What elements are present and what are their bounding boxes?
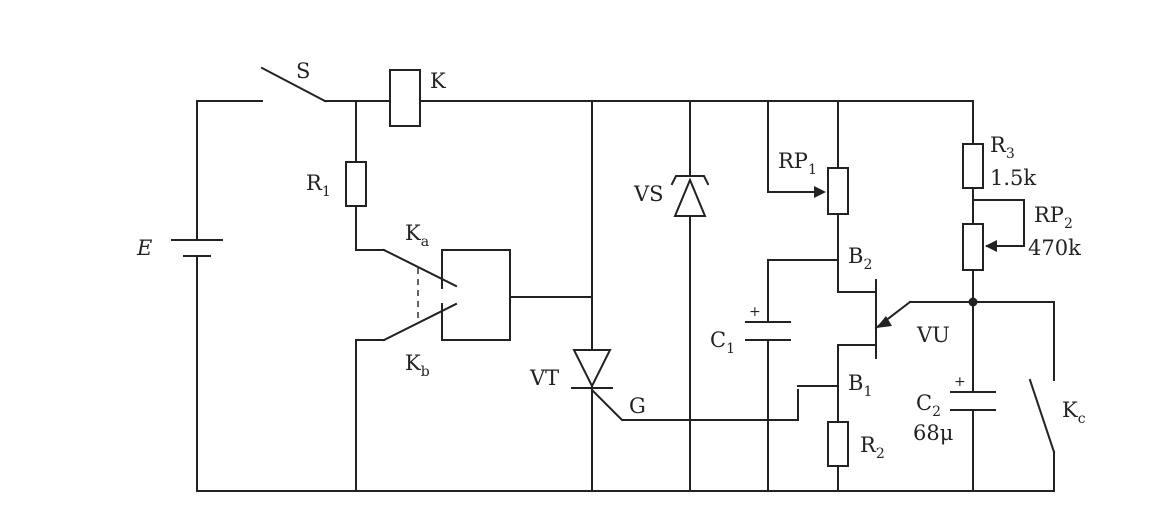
label-relay-k: K	[430, 69, 446, 93]
relay-box-top	[441, 249, 511, 298]
contact-kb-blade	[382, 302, 458, 342]
thyristor-vt	[571, 349, 613, 389]
contact-ka-blade	[382, 248, 458, 288]
rp1-left-wire	[767, 100, 823, 193]
potentiometer-rp2	[962, 223, 997, 271]
label-c1: C1	[710, 328, 735, 357]
kc-wire-top	[972, 301, 1055, 381]
label-r2: R2	[860, 433, 885, 462]
vt-to-g	[590, 388, 799, 421]
capacitor-c1	[745, 321, 791, 341]
label-battery: E	[136, 236, 152, 260]
relay-box-bottom	[441, 296, 511, 341]
kb-wire	[355, 339, 385, 492]
wires	[196, 100, 1055, 492]
resistor-r2	[827, 421, 849, 467]
switch-kc	[1028, 378, 1056, 454]
label-c2-value: 68μ	[913, 421, 953, 445]
label-r1: R1	[306, 171, 331, 200]
label-vu: VU	[916, 323, 950, 347]
label-c2: C2	[916, 391, 941, 420]
b1-wire	[837, 344, 877, 387]
label-switch-s: S	[296, 59, 310, 83]
zener-vs	[670, 175, 710, 217]
relay-coil-k	[389, 69, 421, 127]
relay-contacts	[382, 248, 458, 342]
label-rp2: RP2	[1034, 203, 1073, 232]
capacitor-c2	[950, 391, 996, 411]
label-c1-plus: +	[749, 304, 761, 320]
label-ka: Ka	[405, 221, 429, 250]
rp2-wiper-loop	[972, 199, 1025, 247]
junction-dot	[968, 297, 978, 307]
label-r3: R3	[990, 133, 1015, 162]
b2-wire	[837, 259, 877, 293]
ujt-vu	[874, 279, 912, 359]
resistor-r1	[345, 161, 367, 207]
label-rp1: RP1	[778, 149, 817, 178]
label-c2-plus: +	[954, 374, 966, 390]
label-b1: B1	[848, 371, 872, 400]
battery-e	[171, 239, 223, 257]
label-r3-value: 1.5k	[990, 166, 1036, 190]
r1-wire-bottom	[355, 205, 385, 251]
switch-s	[260, 66, 327, 103]
label-rp2-value: 470k	[1028, 236, 1081, 260]
label-vs: VS	[633, 182, 664, 206]
label-gate: G	[629, 394, 646, 418]
label-kc: Kc	[1062, 398, 1086, 427]
resistor-r3	[962, 143, 984, 189]
potentiometer-rp1	[814, 167, 849, 215]
label-vt: VT	[529, 366, 559, 390]
label-b2: B2	[848, 244, 872, 273]
label-kb: Kb	[405, 351, 430, 380]
